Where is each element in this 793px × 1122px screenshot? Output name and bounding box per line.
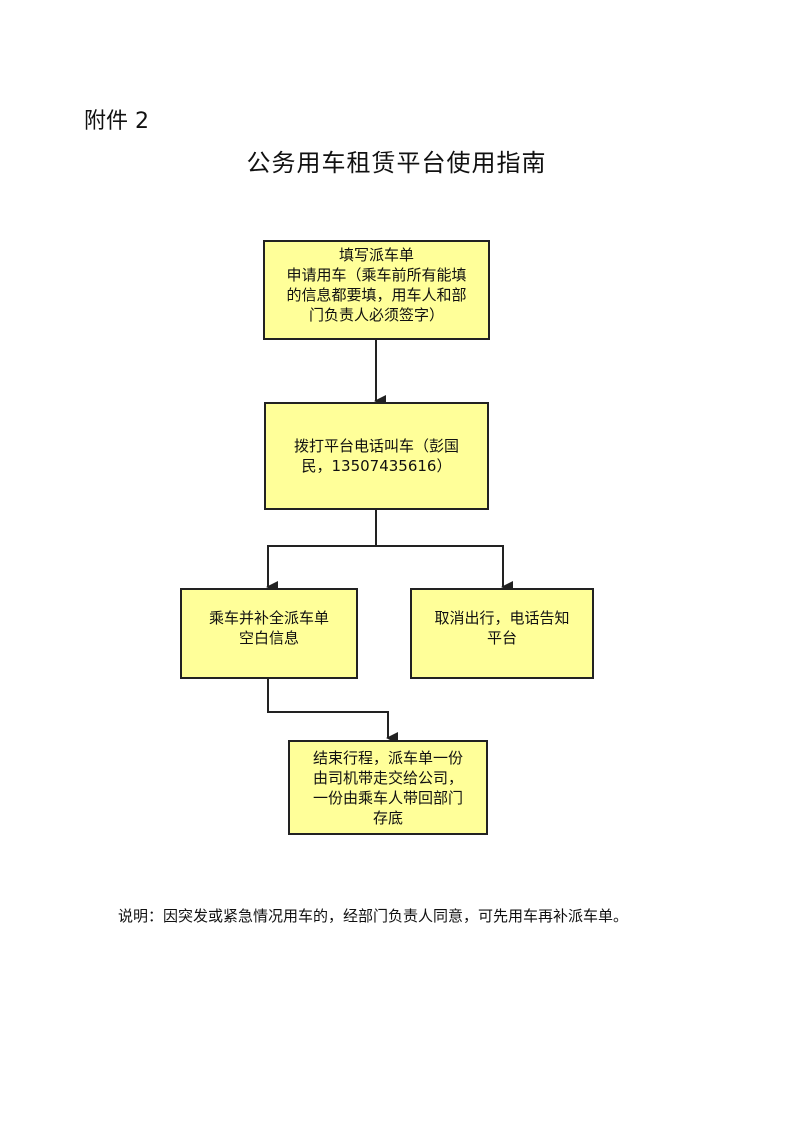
connector-step2-split-right [376, 545, 513, 593]
step2-line-1: 拨打平台电话叫车（彭国 [293, 437, 459, 455]
page-title: 公务用车租赁平台使用指南 [246, 149, 547, 177]
step1-line-2: 申请用车（乘车前所有能填 [286, 266, 467, 284]
step4-line-3: 一份由乘车人带回部门 [312, 788, 463, 807]
arrow-step3a-to-step4 [267, 679, 398, 744]
footer-note: 说明：因突发或紧急情况用车的，经部门负责人同意，可先用车再补派车单。 [118, 907, 629, 925]
step1-line-1: 填写派车单 [338, 246, 414, 264]
step-end-trip: 结束行程，派车单一份 由司机带走交给公司， 一份由乘车人带回部门 存底 [288, 740, 488, 835]
step1-line-3: 的信息都要填，用车人和部 [286, 286, 467, 304]
step-fill-dispatch-form: 填写派车单 申请用车（乘车前所有能填 的信息都要填，用车人和部 门负责人必须签字… [263, 240, 490, 340]
step1-line-4: 门负责人必须签字） [308, 306, 444, 324]
step4-line-1: 结束行程，派车单一份 [312, 748, 463, 767]
step4-line-4: 存底 [372, 808, 403, 827]
step2-line-2: 民，13507435616） [301, 457, 452, 475]
step3a-line-1: 乘车并补全派车单 [208, 609, 329, 627]
step4-line-2: 由司机带走交给公司， [312, 768, 463, 787]
connector-step2-split [266, 510, 377, 593]
attachment-label: 附件 2 [84, 109, 149, 134]
step-ride-and-complete-form: 乘车并补全派车单 空白信息 [180, 588, 358, 679]
step-call-platform: 拨打平台电话叫车（彭国 民，13507435616） [264, 402, 489, 510]
step-cancel-trip: 取消出行，电话告知 平台 [410, 588, 594, 679]
step3b-line-1: 取消出行，电话告知 [434, 609, 570, 627]
step3a-line-2: 空白信息 [238, 629, 299, 647]
step3b-line-2: 平台 [486, 629, 517, 647]
